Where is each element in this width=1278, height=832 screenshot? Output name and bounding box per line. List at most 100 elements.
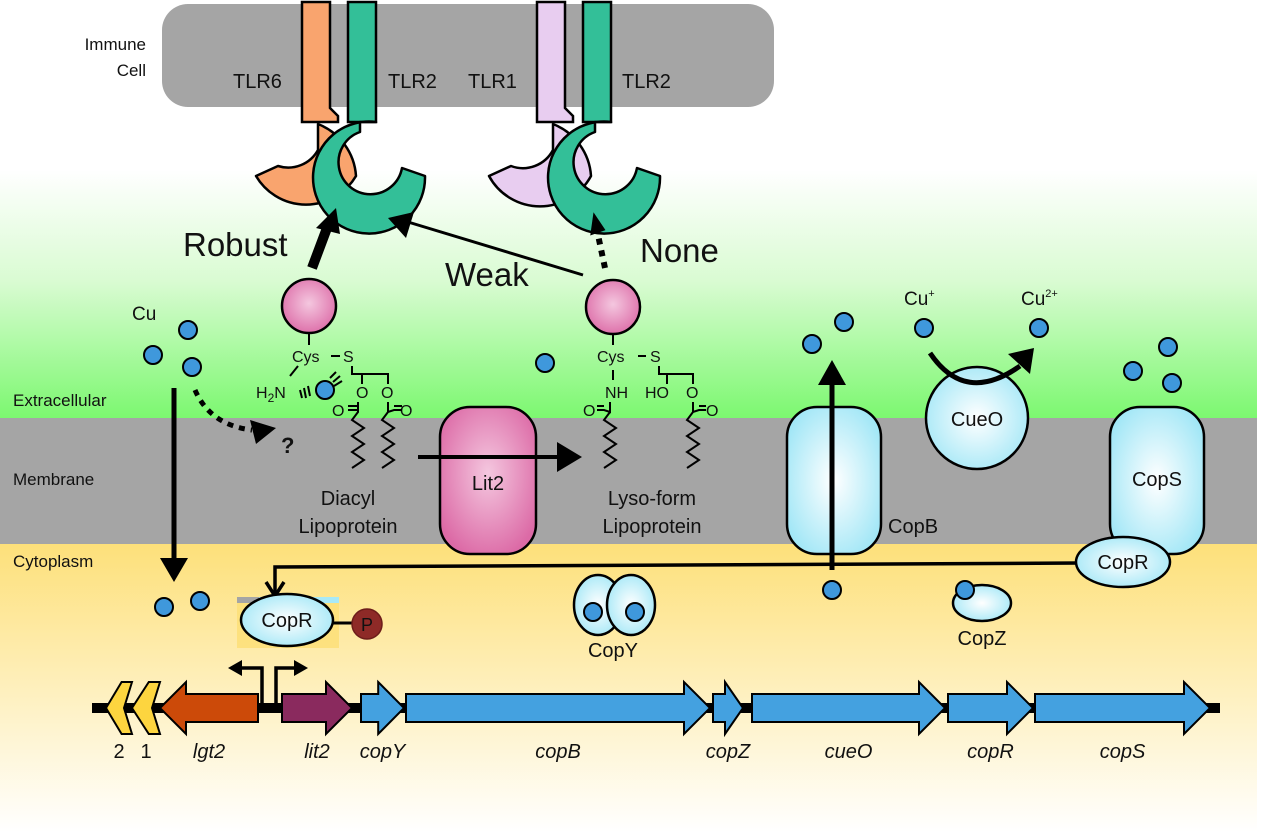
lyso-protein-head: [584, 278, 642, 336]
diacyl-protein-head: [280, 277, 338, 335]
none-arrowhead: [590, 212, 606, 236]
tlr2-label-right: TLR2: [622, 71, 671, 93]
gene-copS-label: copS: [1100, 741, 1146, 763]
copr-dna-label: CopR: [261, 610, 312, 632]
cu-ion: [802, 334, 822, 354]
label-extracellular: Extracellular: [13, 391, 107, 410]
acyl-chain: [380, 402, 402, 469]
cueo-label: CueO: [951, 409, 1003, 431]
lyso-lipoprotein: Cys S NH HO O O O Lyso-form Lipoprotein: [535, 278, 718, 538]
gene-copS-arrow: [1034, 679, 1212, 737]
phosphate-group: [351, 608, 383, 640]
tlr2-right-ectodomain: [546, 120, 662, 235]
cu2-plus-label: Cu2+: [1021, 288, 1058, 310]
bond: [289, 365, 299, 377]
label-immune-cell-line2: Cell: [117, 61, 146, 80]
cu-ion-cytoplasm: [822, 580, 842, 600]
gene-lgt2-label: lgt2: [193, 741, 225, 763]
copb-efflux-arrowhead: [818, 360, 846, 385]
copr-regulation-line: [273, 561, 1081, 593]
lyso-label-line2: Lipoprotein: [603, 516, 702, 538]
copz-label: CopZ: [958, 628, 1007, 650]
gene-lgt2-arrow: [158, 679, 259, 737]
cys-label: Cys: [597, 349, 625, 366]
gene-copZ-label: copZ: [706, 741, 751, 763]
cops-label: CopS: [1132, 469, 1182, 491]
cu-ion: [1123, 361, 1143, 381]
gene-2-label: 2: [113, 741, 124, 763]
cu-ion: [1029, 318, 1049, 338]
cu-import-arrowhead: [160, 558, 188, 582]
gene-copB-arrow: [405, 679, 712, 737]
cu-plus-label: Cu+: [904, 288, 935, 310]
none-label: None: [640, 232, 719, 269]
label-cytoplasm: Cytoplasm: [13, 552, 93, 571]
promoter-left: [240, 666, 264, 707]
cu-ion: [914, 318, 934, 338]
copr-dna-highlight-grey: [237, 597, 259, 603]
nh-label: NH: [605, 385, 628, 402]
diacyl-lipoprotein: Cys S H2N O O O O Diacyl Lipoprotein: [256, 277, 412, 538]
h2n-label: H2N: [256, 385, 286, 405]
lyso-label-line1: Lyso-form: [608, 488, 696, 510]
acyl-chain: [597, 402, 618, 469]
tlr2-left-ectodomain: [311, 120, 427, 235]
unknown-fate-label: ?: [281, 433, 294, 458]
gene-copZ-arrow: [712, 678, 745, 738]
gene-lit2-arrow: [281, 679, 354, 737]
cu-ion: [1158, 337, 1178, 357]
cu-ion: [178, 320, 198, 340]
robust-arrow: [307, 226, 332, 270]
cu-ion: [182, 357, 202, 377]
tlr1-tlr2-heterodimer: TLR1 TLR2: [468, 0, 671, 235]
diacyl-label-line1: Diacyl: [321, 488, 375, 510]
lit2-label: Lit2: [472, 473, 504, 495]
promoter-left-arrowhead: [228, 660, 242, 676]
glycerol-backbone: [658, 366, 694, 384]
diacyl-label-line2: Lipoprotein: [299, 516, 398, 538]
tlr2-receptor-right: [546, 0, 662, 235]
s-label: S: [343, 349, 354, 366]
cu-ion-bound: [955, 580, 975, 600]
carbonyl-o-label: O: [332, 403, 344, 420]
lit2-conversion-arrowhead: [557, 442, 582, 472]
copy-protein: CopY: [572, 573, 657, 662]
gene-copR-arrow: [947, 679, 1035, 737]
cu-ion-bound: [315, 380, 335, 400]
copb-label: CopB: [888, 516, 938, 538]
cops-protein: CopS: [1108, 337, 1206, 556]
cueo-body: [924, 365, 1030, 471]
promoter-right-arrowhead: [294, 660, 308, 676]
lit2-protein: Lit2: [418, 405, 582, 556]
copy-label: CopY: [588, 640, 638, 662]
bidirectional-promoter: [228, 660, 308, 707]
tlr2-right-stalk: [581, 0, 613, 124]
label-membrane: Membrane: [13, 470, 94, 489]
none-arrow-dotted: [595, 234, 608, 269]
o-label: O: [356, 385, 368, 402]
gene-copR-label: copR: [967, 741, 1014, 763]
s-label: S: [650, 349, 661, 366]
ho-label: HO: [645, 385, 669, 402]
copper-uptake: Cu ?: [132, 304, 294, 617]
acyl-chain: [348, 402, 366, 469]
copr-signaling: CopR CopR P: [237, 535, 1172, 648]
phosphate-label: P: [361, 615, 373, 635]
copr-dna-body: [239, 592, 335, 648]
tlr6-stalk: [300, 0, 340, 124]
tlr1-label: TLR1: [468, 71, 517, 93]
membrane-region: [0, 418, 1257, 544]
robust-label: Robust: [183, 226, 288, 263]
gene-1-arrow: [130, 681, 162, 735]
acyl-chain: [685, 402, 706, 469]
cu-ion-cytoplasm: [154, 597, 174, 617]
cueo-protein: Cu+ Cu2+ CueO: [904, 288, 1058, 471]
carbonyl-o-label: O: [400, 403, 412, 420]
gene-cueO-arrow: [751, 679, 947, 737]
tlr6-tlr2-heterodimer: TLR6 TLR2: [233, 0, 437, 235]
weak-label: Weak: [445, 256, 529, 293]
tlr6-label: TLR6: [233, 71, 282, 93]
cu-ion: [535, 353, 555, 373]
